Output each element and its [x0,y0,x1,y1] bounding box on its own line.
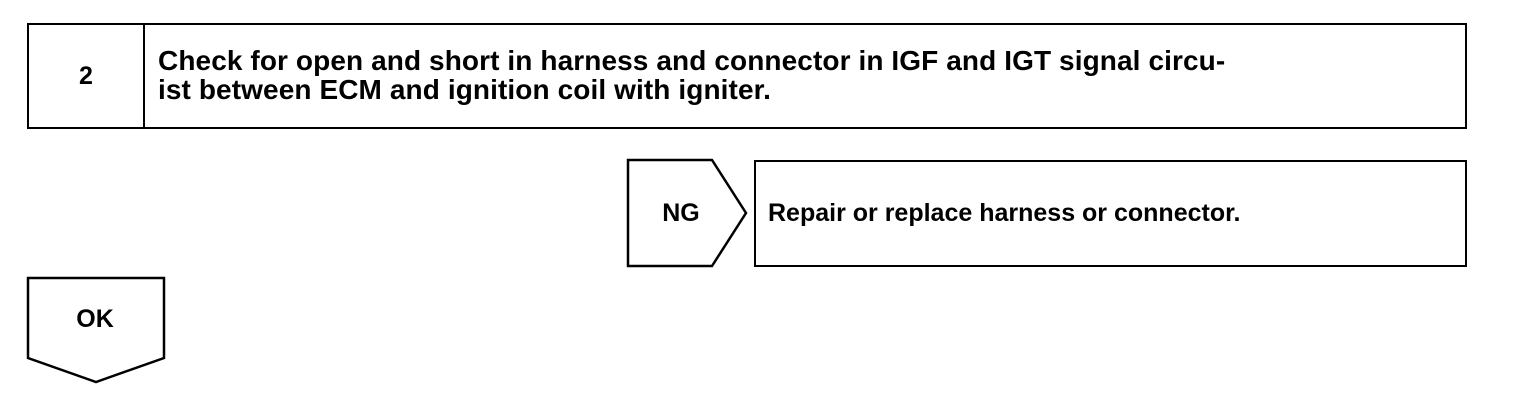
step-number-cell: 2 [29,25,145,127]
ng-arrow-shape [626,158,748,268]
ng-result-box: Repair or replace harness or connector. [754,160,1467,267]
ng-label: NG [662,198,700,227]
ng-result-text: Repair or replace harness or connector. [768,199,1241,227]
step-box: 2 Check for open and short in harness an… [27,23,1467,129]
ok-arrow-shape [26,276,166,384]
step-number: 2 [79,61,93,90]
ok-label: OK [76,304,114,333]
step-description: Check for open and short in harness and … [158,45,1226,105]
